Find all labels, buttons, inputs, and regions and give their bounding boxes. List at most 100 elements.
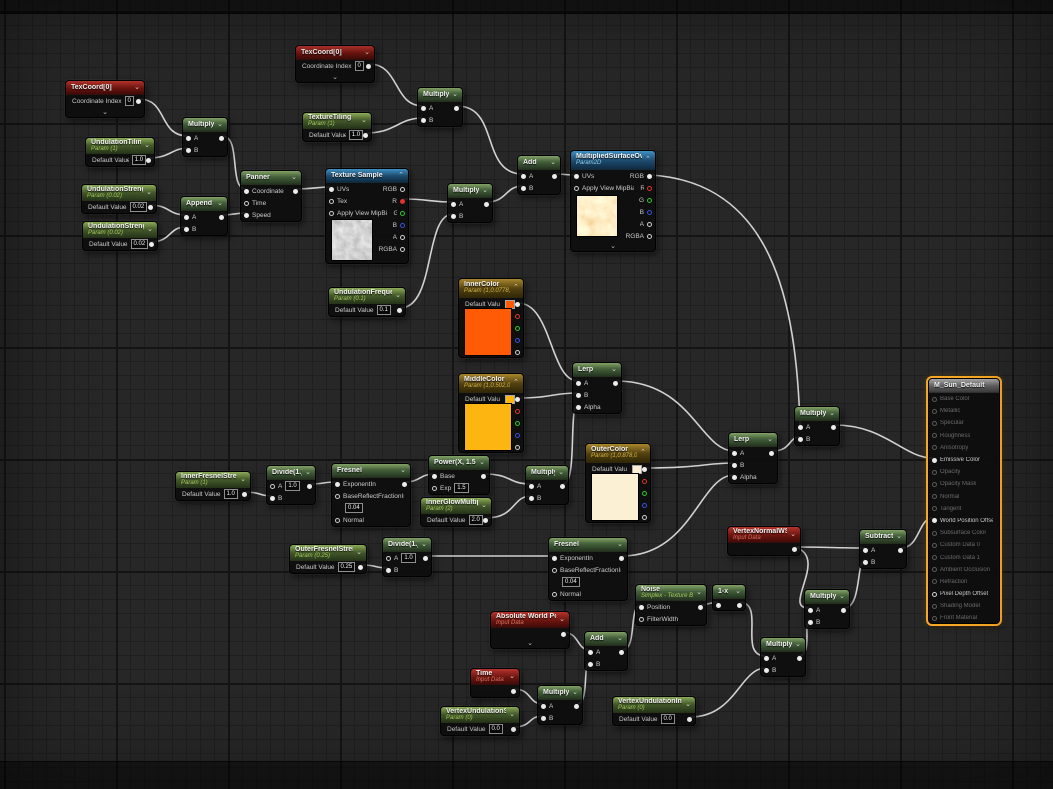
output-pin[interactable] [647, 197, 652, 203]
output-pin[interactable] [515, 396, 521, 402]
output-pin[interactable] [363, 132, 369, 138]
output-pin[interactable] [511, 726, 516, 732]
chevron-up-icon[interactable]: ⌃ [398, 171, 404, 179]
chevron-down-icon[interactable]: ⌄ [146, 188, 152, 196]
node-outer-fresnel-strength[interactable]: OuterFresnelStrengthParam (0.25)⌄Default… [289, 544, 367, 574]
node-header[interactable]: InnerFresnelStrengthParam (1)⌄ [176, 472, 250, 488]
output-pin[interactable] [358, 564, 363, 570]
output-pin[interactable] [647, 185, 652, 191]
output-pin[interactable] [619, 649, 624, 655]
chevron-down-icon[interactable]: ⌄ [240, 475, 246, 483]
node-expander[interactable]: ⌄ [571, 242, 655, 251]
wire-texsample-r-to-mul3-a[interactable] [402, 198, 454, 203]
input-pin[interactable] [932, 433, 937, 439]
value-field[interactable]: 0.0 [660, 714, 675, 724]
input-pin[interactable] [329, 186, 334, 192]
chevron-down-icon[interactable]: ⌄ [509, 672, 515, 680]
wire-texcoord1-to-mul1-a[interactable] [138, 98, 189, 137]
input-pin[interactable] [184, 214, 189, 220]
node-undulation-strength-y[interactable]: UndulationStrengthYParam (0.02)⌄Default … [82, 221, 158, 251]
node-header[interactable]: Fresnel⌄ [549, 538, 627, 552]
input-pin[interactable] [576, 392, 581, 398]
node-header[interactable]: Multiply⌄ [761, 638, 805, 652]
output-pin[interactable] [423, 555, 428, 561]
node-header[interactable]: Multiply⌄ [538, 686, 582, 700]
value-field[interactable]: 0.25 [337, 562, 356, 572]
output-pin[interactable] [146, 157, 152, 163]
node-header[interactable]: Subtract⌄ [860, 530, 906, 544]
node-header[interactable]: MultipliedSurfaceOverlayParam2D⌃ [571, 151, 655, 170]
node-header[interactable]: Divide(1.)⌄ [383, 538, 431, 552]
value-field[interactable]: 0 [354, 61, 364, 71]
input-pin[interactable] [541, 715, 546, 721]
node-vertex-undulation-intensity[interactable]: VertexUndulationIntensityParam (0)⌄Defau… [612, 696, 696, 726]
input-pin[interactable] [932, 567, 937, 573]
input-pin[interactable] [521, 173, 526, 179]
input-pin[interactable] [639, 616, 644, 622]
output-pin[interactable] [613, 380, 618, 386]
input-pin[interactable] [451, 201, 456, 207]
input-pin[interactable] [732, 450, 737, 456]
input-pin[interactable] [184, 226, 189, 232]
output-pin[interactable] [481, 473, 486, 479]
value-field[interactable]: 2.0 [468, 515, 483, 525]
node-header[interactable]: Lerp⌄ [729, 433, 777, 447]
output-pin[interactable] [898, 547, 903, 553]
wire-oneminusx-to-mul7-a[interactable] [739, 601, 767, 657]
input-pin[interactable] [588, 661, 593, 667]
output-pin[interactable] [242, 491, 247, 497]
output-pin[interactable] [400, 210, 405, 216]
wire-power-to-mul5-a[interactable] [483, 473, 532, 485]
output-pin[interactable] [454, 105, 459, 111]
chevron-down-icon[interactable]: ⌄ [735, 587, 741, 595]
input-pin[interactable] [186, 135, 191, 141]
input-pin[interactable] [552, 555, 557, 561]
input-pin[interactable] [932, 506, 937, 512]
chevron-down-icon[interactable]: ⌄ [558, 468, 564, 476]
input-pin[interactable] [552, 567, 557, 573]
node-header[interactable]: Texture Sample⌃ [326, 169, 408, 183]
chevron-down-icon[interactable]: ⌄ [134, 83, 140, 91]
node-header[interactable]: Multiply⌄ [795, 407, 839, 421]
input-pin[interactable] [764, 667, 769, 673]
input-pin[interactable] [244, 200, 249, 206]
chevron-up-icon[interactable]: ⌃ [513, 379, 519, 386]
node-undulation-strength-x[interactable]: UndulationStrengthXParam (0.02)⌄Default … [81, 184, 157, 214]
wire-mul4-to-emissive-color[interactable] [833, 424, 934, 459]
output-pin[interactable] [647, 233, 652, 239]
node-header[interactable]: UndulationStrengthYParam (0.02)⌄ [83, 222, 157, 238]
chevron-up-icon[interactable]: ⌃ [640, 449, 646, 456]
node-header[interactable]: Fresnel⌄ [332, 464, 410, 478]
output-pin[interactable] [574, 703, 579, 709]
input-pin[interactable] [432, 473, 437, 479]
input-pin[interactable] [335, 517, 340, 523]
node-vertex-undulation-speed[interactable]: VertexUndulationSpeedParam (0)⌄Default V… [440, 706, 520, 736]
input-pin[interactable] [541, 703, 546, 709]
input-pin[interactable] [386, 567, 391, 573]
node-header[interactable]: Add⌄ [585, 632, 627, 646]
output-pin[interactable] [366, 63, 371, 69]
chevron-down-icon[interactable]: ⌄ [479, 458, 485, 466]
output-pin[interactable] [515, 444, 520, 450]
output-pin[interactable] [647, 221, 652, 227]
wire-vertexnormalws-to-subtract-a[interactable] [794, 546, 866, 549]
chevron-down-icon[interactable]: ⌄ [509, 710, 515, 718]
input-pin[interactable] [932, 494, 937, 500]
output-pin[interactable] [148, 204, 153, 210]
output-pin[interactable] [511, 688, 516, 694]
